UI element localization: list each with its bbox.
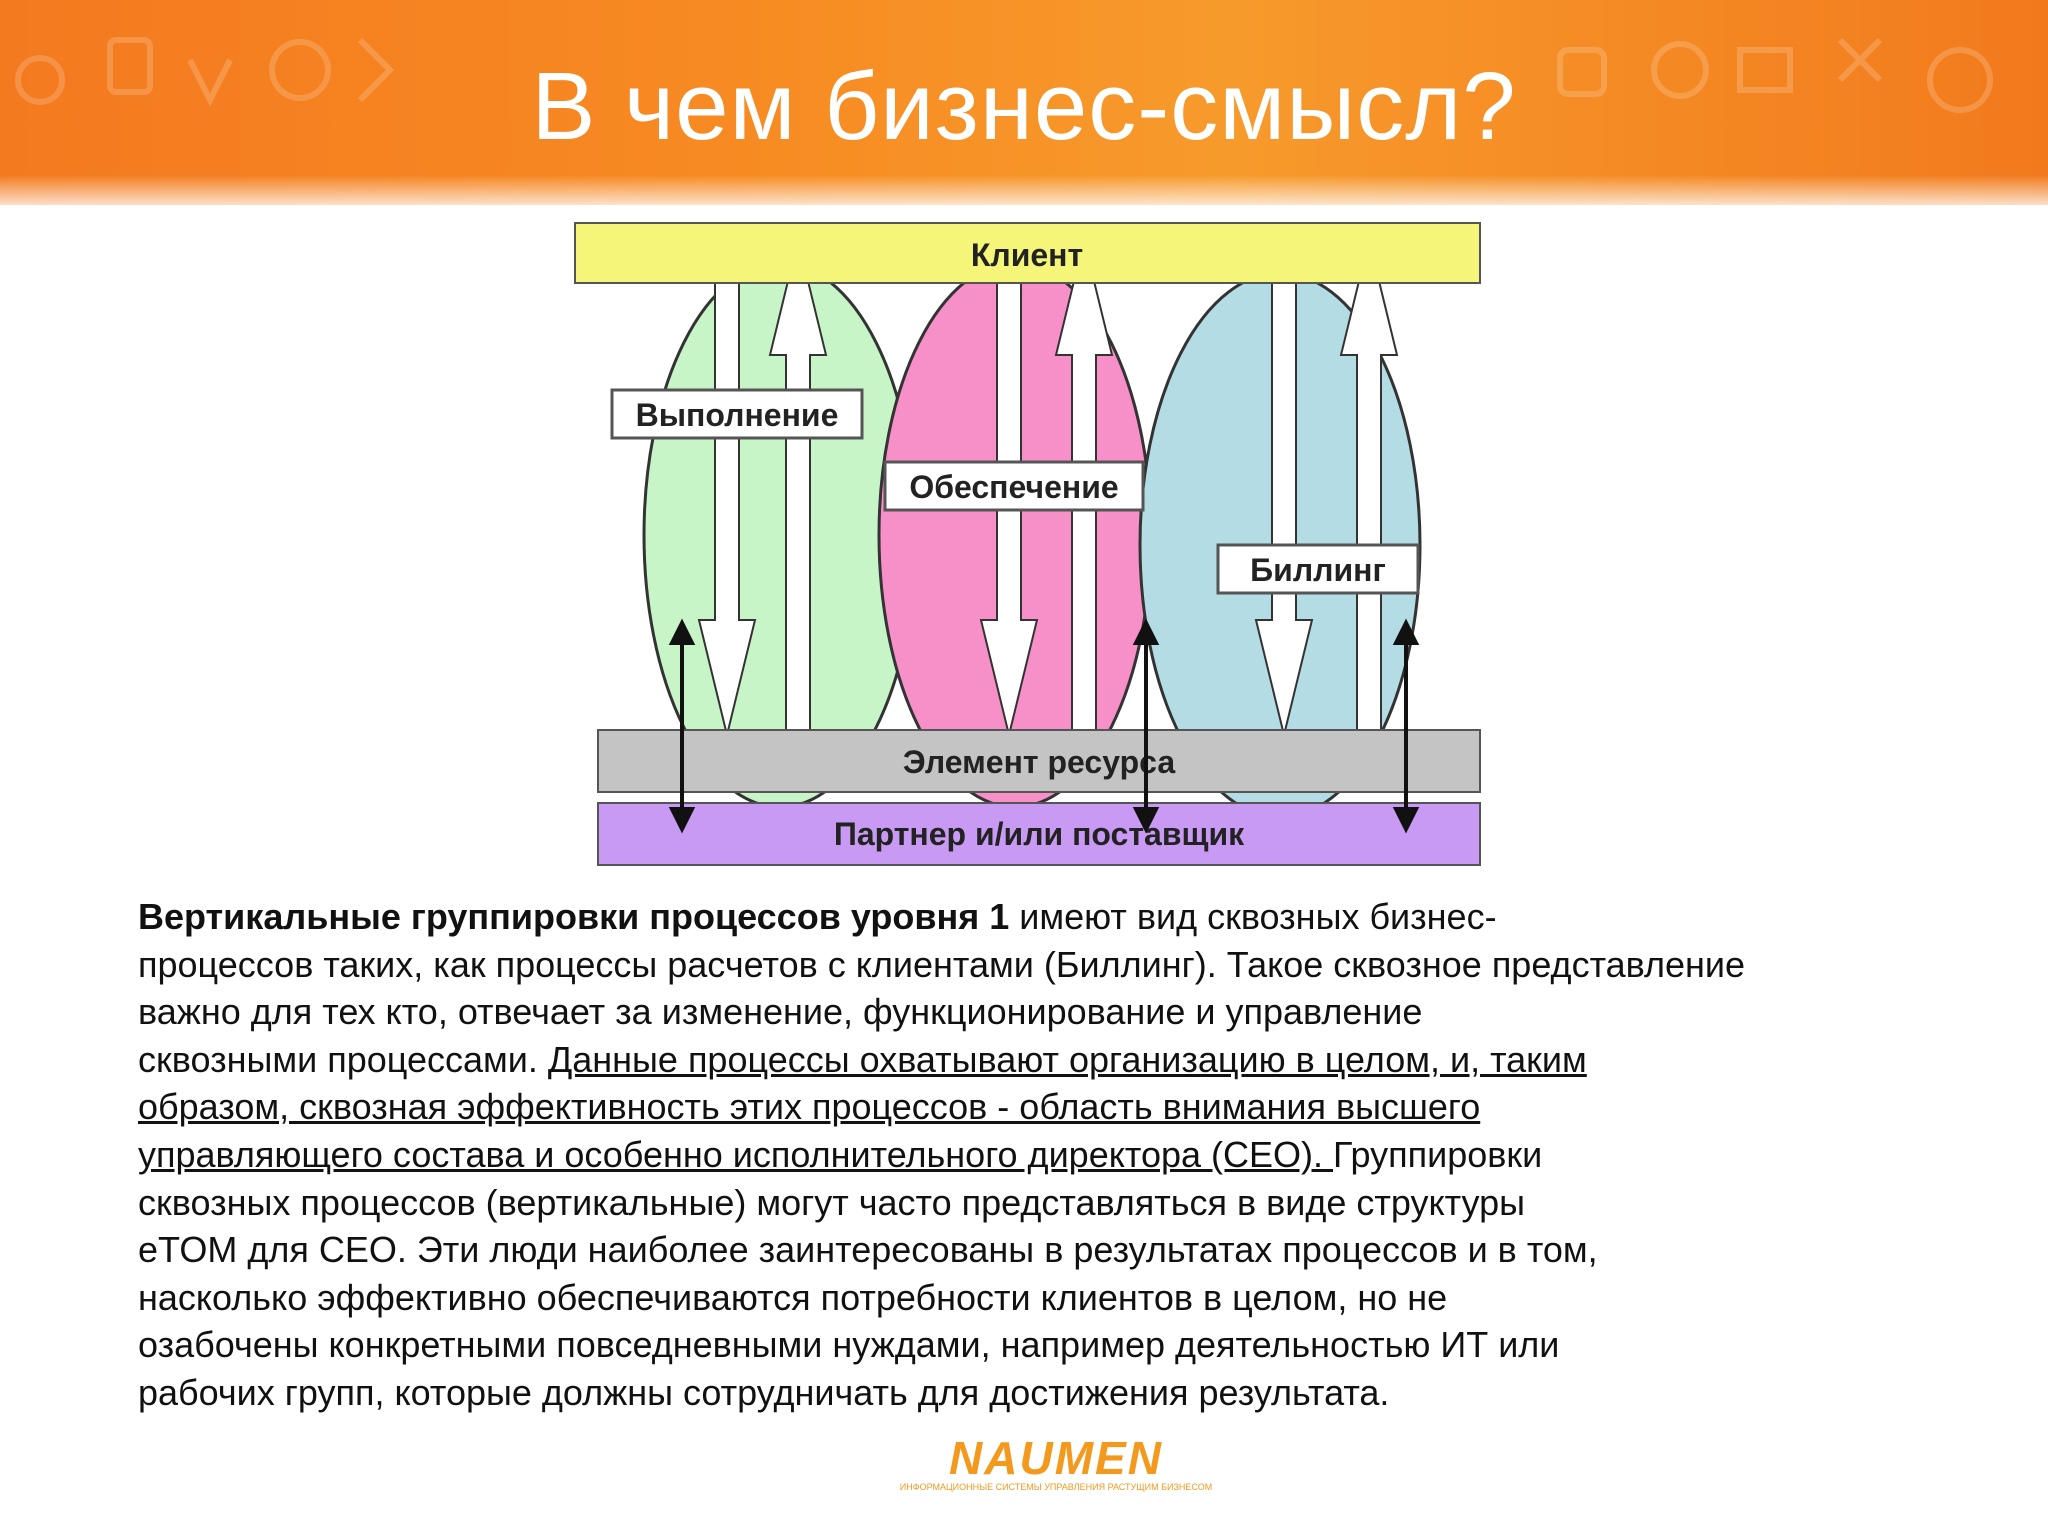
client-bar [574,222,1481,284]
paragraph-part3: важно для тех кто, отвечает за изменение… [138,991,1423,1033]
down-arrow-1 [697,279,757,736]
group-label-3: Биллинг [1250,552,1386,588]
group-label-2: Обеспечение [909,469,1118,505]
paragraph-part2: процессов таких, как процессы расчетов с… [138,943,1746,985]
paragraph-part5: Группировки [1333,1133,1543,1175]
process-diagram: Клиент Выполнение Обеспечение Биллинг Эл… [560,205,1496,870]
paragraph-underlined1: Данные процессы охватывают организацию в… [547,1038,1587,1080]
slide-title: В чем бизнес-смысл? [531,53,1517,160]
header-decoration-icons [15,37,1993,113]
paragraph-underlined3: управляющего состава и особенно исполнит… [138,1133,1334,1175]
partner-bar [597,802,1481,866]
paragraph-part4: сквозными процессами. [138,1038,548,1080]
paragraph-underlined2: образом, сквозная эффективность этих про… [138,1086,1481,1128]
paragraph-part6: сквозных процессов (вертикальные) могут … [138,1181,1526,1223]
partner-bar-label: Партнер и/или поставщик [834,816,1245,852]
up-arrow-1 [768,239,828,736]
naumen-logo: NAUMEN ИНФОРМАЦИОННЫЕ СИСТЕМЫ УПРАВЛЕНИЯ… [900,1432,1212,1492]
label-box-1 [610,388,864,440]
paragraph-part10: рабочих групп, которые должны сотруднича… [138,1371,1390,1413]
paragraph-part9: озабочены конкретными повседневными нужд… [138,1324,1560,1366]
up-arrow-3 [1339,239,1399,736]
paragraph-part1: имеют вид сквозных бизнес- [1009,896,1497,937]
logo-wordmark: NAUMEN [949,1432,1163,1484]
paragraph-lead: Вертикальные группировки процессов уровн… [138,896,1010,937]
header-banner: В чем бизнес-смысл? [0,0,2048,205]
resource-bar-label: Элемент ресурса [903,744,1175,780]
logo-tagline: ИНФОРМАЦИОННЫЕ СИСТЕМЫ УПРАВЛЕНИЯ РАСТУЩ… [900,1482,1212,1492]
description-paragraph: Вертикальные группировки процессов уровн… [138,893,1938,1417]
group-label-1: Выполнение [636,397,839,433]
paragraph-part8: насколько эффективно обеспечиваются потр… [138,1276,1448,1318]
down-arrow-3 [1254,279,1314,736]
label-box-3 [1216,543,1420,595]
client-bar-label: Клиент [971,237,1083,273]
paragraph-part7: eTOM для CEO. Эти люди наиболее заинтере… [138,1229,1598,1271]
resource-bar [597,729,1481,793]
label-box-2 [883,460,1145,512]
